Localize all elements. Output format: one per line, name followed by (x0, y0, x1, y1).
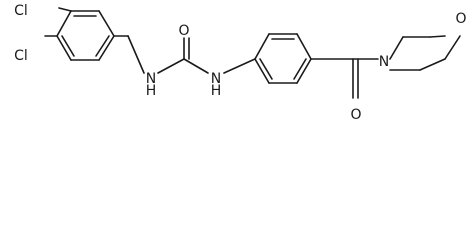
bond (157, 58, 185, 74)
bond (259, 58, 273, 80)
atom-label-n: N (211, 71, 221, 87)
bond (61, 35, 75, 57)
bond (293, 58, 307, 80)
atom-label-o: O (178, 23, 189, 39)
bond (429, 35, 446, 38)
atom-label-layer: Cl Cl N H N H O O N O (14, 3, 466, 123)
chemical-structure: Cl Cl N H N H O O N O (14, 3, 466, 123)
bond (389, 36, 404, 60)
bond (419, 58, 446, 71)
atom-label-cl: Cl (14, 3, 28, 19)
bond (254, 33, 270, 60)
bond (444, 35, 461, 60)
bond (56, 35, 72, 61)
atom-label-h: H (211, 83, 222, 99)
bond (296, 33, 312, 60)
bond-layer (44, 7, 461, 99)
atom-label-h: H (146, 83, 157, 99)
bond (58, 7, 72, 12)
atom-label-cl: Cl (14, 48, 28, 64)
atom-label-n: N (379, 54, 389, 70)
bond (95, 35, 110, 57)
atom-label-o: O (350, 107, 361, 123)
bond (296, 58, 312, 84)
atom-label-o: O (455, 11, 466, 27)
bond (254, 58, 270, 84)
bond (56, 10, 72, 37)
bond (98, 10, 115, 37)
bond (127, 35, 145, 74)
atom-label-n: N (146, 71, 156, 87)
bond (183, 58, 209, 74)
bond (98, 35, 115, 61)
bond (223, 58, 256, 74)
